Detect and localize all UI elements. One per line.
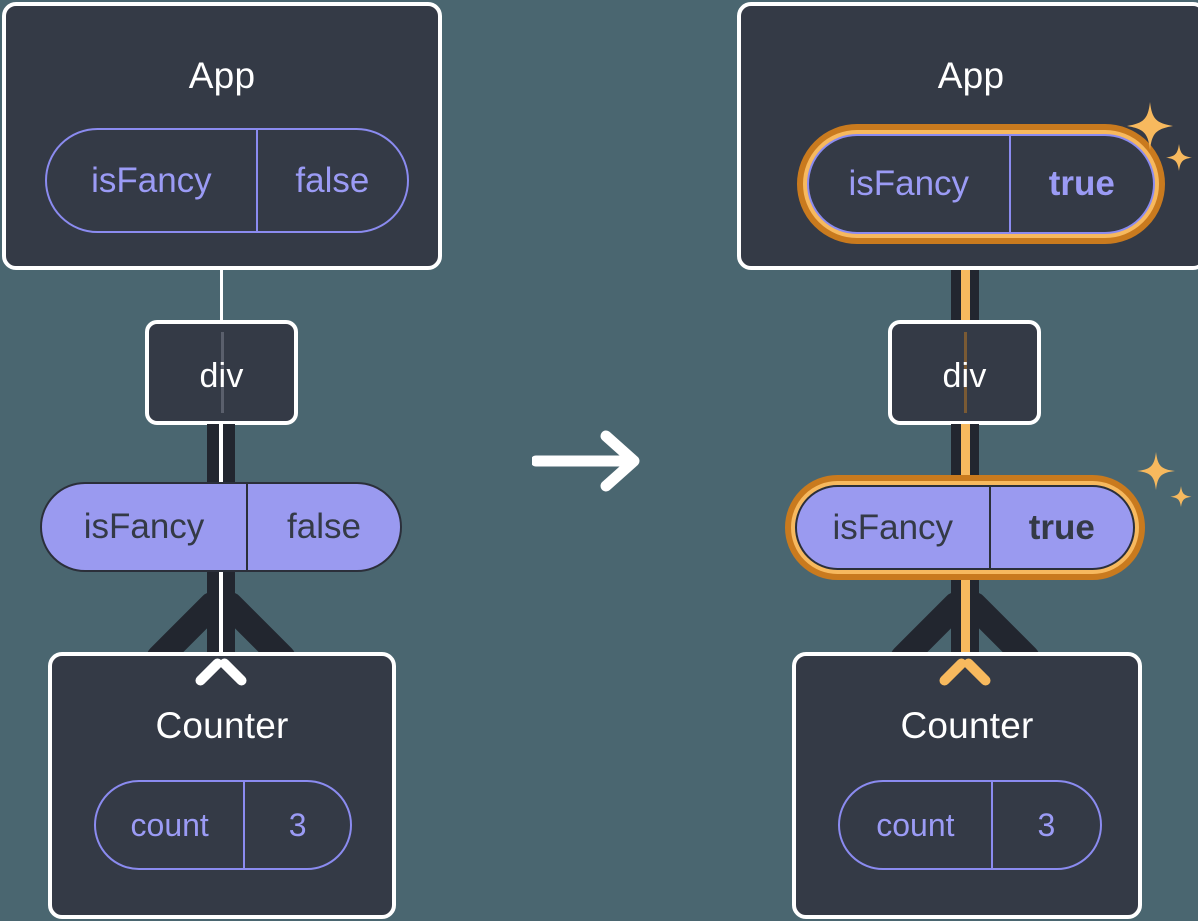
div-node-title-after: div (942, 357, 987, 395)
prop-pill-after[interactable]: isFancy true (795, 485, 1135, 570)
app-panel-after: App isFancy true (737, 2, 1198, 270)
counter-state-pill-value-before: 3 (243, 782, 350, 868)
counter-state-pill-value-after: 3 (990, 782, 1100, 868)
app-state-pill-value-before: false (255, 130, 407, 231)
app-state-pill-value-after: true (1008, 136, 1153, 232)
prop-pill-key-before: isFancy (83, 507, 205, 546)
counter-state-pill-after[interactable]: count 3 (838, 780, 1102, 870)
app-panel-title-after: App (937, 55, 1005, 96)
arrow-right-icon (530, 430, 640, 492)
prop-pill-value-before: false (246, 484, 400, 570)
counter-panel-title-after: Counter (900, 705, 1034, 746)
div-node-title-before: div (199, 357, 244, 395)
app-state-pill-key-before: isFancy (91, 160, 212, 200)
connector-prop-to-counter-after (951, 566, 979, 658)
sparkles-prop-after (1134, 450, 1194, 512)
connector-app-to-div-before (220, 266, 223, 324)
app-state-pill-key-after: isFancy (848, 164, 970, 203)
counter-panel-before: Counter count 3 (48, 652, 396, 919)
div-node-before: div (145, 320, 298, 425)
div-passthrough-line-before (220, 332, 224, 413)
prop-pill-key-after: isFancy (832, 507, 954, 547)
div-node-after: div (888, 320, 1041, 425)
counter-panel-after: Counter count 3 (792, 652, 1142, 919)
counter-state-pill-key-after: count (876, 806, 955, 843)
counter-state-pill-before[interactable]: count 3 (94, 780, 352, 870)
app-state-pill-before[interactable]: isFancy false (45, 128, 409, 233)
connector-div-to-prop-after (951, 424, 979, 486)
app-panel-before: App isFancy false (2, 2, 442, 270)
connector-div-to-prop-before (207, 424, 235, 486)
app-state-pill-after[interactable]: isFancy true (807, 134, 1155, 234)
div-passthrough-line-after (963, 332, 967, 413)
transition-arrow (530, 430, 644, 492)
app-panel-title-before: App (188, 55, 256, 96)
prop-pill-value-after: true (988, 487, 1133, 568)
counter-state-pill-key-before: count (130, 806, 209, 843)
connector-prop-to-counter-before (207, 566, 235, 658)
sparkles-icon (1137, 452, 1192, 507)
counter-panel-title-before: Counter (155, 705, 289, 746)
prop-pill-before[interactable]: isFancy false (40, 482, 402, 572)
